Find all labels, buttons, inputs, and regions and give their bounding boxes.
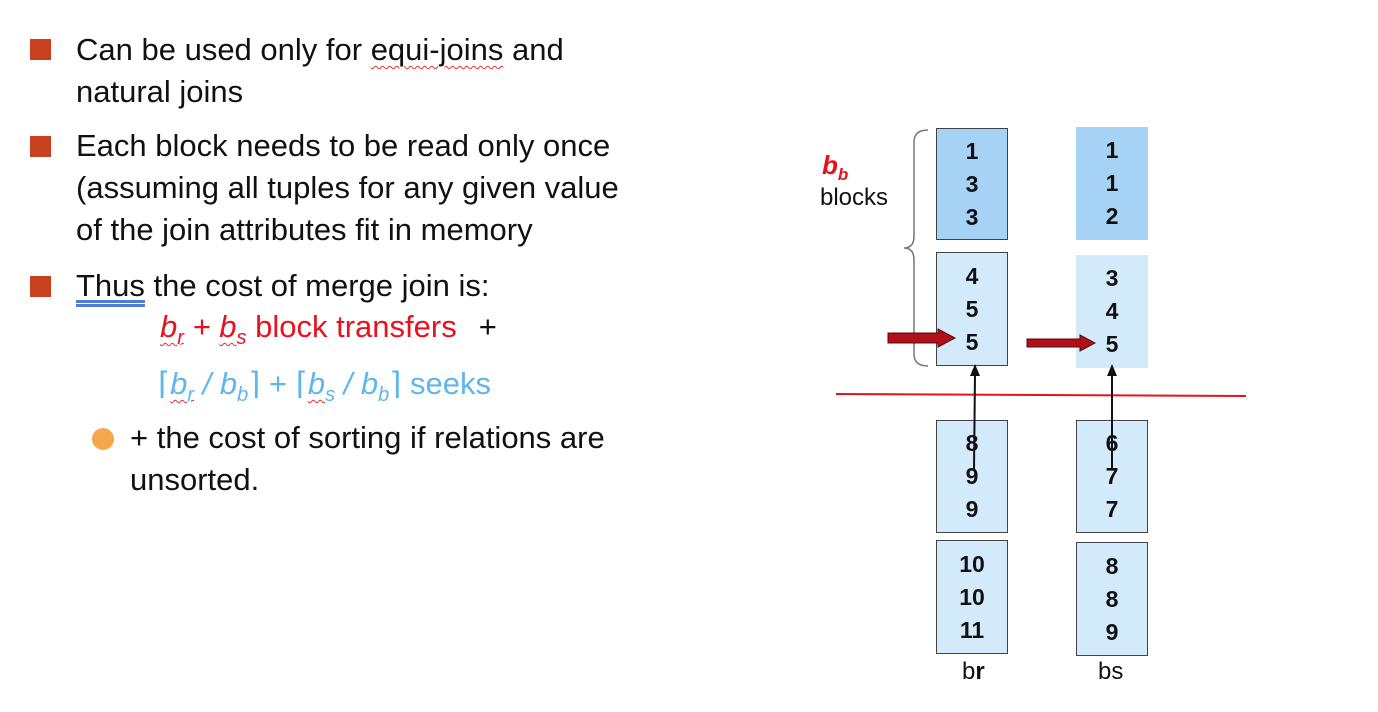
sub-bullet-line-1: + the cost of sorting if relations are: [130, 420, 605, 455]
bullet-square-1: [30, 39, 51, 60]
formula-bs: bs: [219, 309, 247, 350]
bullet-2-line-2: (assuming all tuples for any given value: [76, 170, 619, 205]
bullet-square-3: [30, 276, 51, 297]
bullet-3-first-word: Thus: [76, 268, 145, 303]
bullet-1-line-1-post: and: [503, 32, 564, 67]
ceil-open-2: ⌈: [295, 366, 308, 401]
bullet-dot: [92, 428, 114, 450]
br-pointer-head: [970, 364, 980, 376]
formula-trailing-plus: +: [478, 309, 497, 344]
bullet-square-2: [30, 136, 51, 157]
divider-line: [835, 393, 1247, 397]
slash-1: /: [194, 366, 220, 401]
bb-brace: [903, 129, 929, 367]
bullet-1-line-2-text: natural joins: [76, 74, 244, 109]
ceil-close-2: ⌉: [389, 366, 402, 401]
seeks-plus: +: [260, 366, 296, 401]
bb-label: bb: [822, 150, 849, 185]
ceil-close-1: ⌉: [248, 366, 261, 401]
bs-block-3: 677: [1076, 420, 1148, 533]
bs-pointer-head: [1107, 364, 1117, 376]
bullet-1-line-1-squig: equi-joins: [370, 32, 504, 67]
formula-plus: +: [183, 309, 220, 344]
seeks-label: seeks: [401, 366, 491, 401]
br-column-label: br: [962, 658, 985, 685]
bullet-2-line-3: of the join attributes fit in memory: [76, 212, 533, 247]
blocks-label: blocks: [820, 184, 889, 211]
seeks-br: br: [170, 366, 195, 407]
bullet-2-line-1: Each block needs to be read only once: [76, 128, 611, 163]
bullet-1-line-1-text: Can be used only for: [76, 32, 371, 67]
sub-bullet-line-2: unsorted.: [130, 462, 260, 497]
seeks-bb-2: bb: [360, 366, 390, 407]
br-current-arrow: [887, 328, 957, 348]
ceil-open-1: ⌈: [158, 366, 171, 401]
seeks-bs: bs: [307, 366, 336, 407]
seeks-bb-1: bb: [219, 366, 249, 407]
formula-br: br: [160, 309, 184, 350]
bs-column-label: bs: [1098, 658, 1124, 685]
formula-transfers-label: block transfers: [246, 309, 457, 344]
bs-current-arrow: [1026, 334, 1097, 352]
br-pointer-line: [973, 373, 976, 471]
bullet-3-rest: the cost of merge join is:: [144, 268, 490, 303]
slash-2: /: [335, 366, 361, 401]
